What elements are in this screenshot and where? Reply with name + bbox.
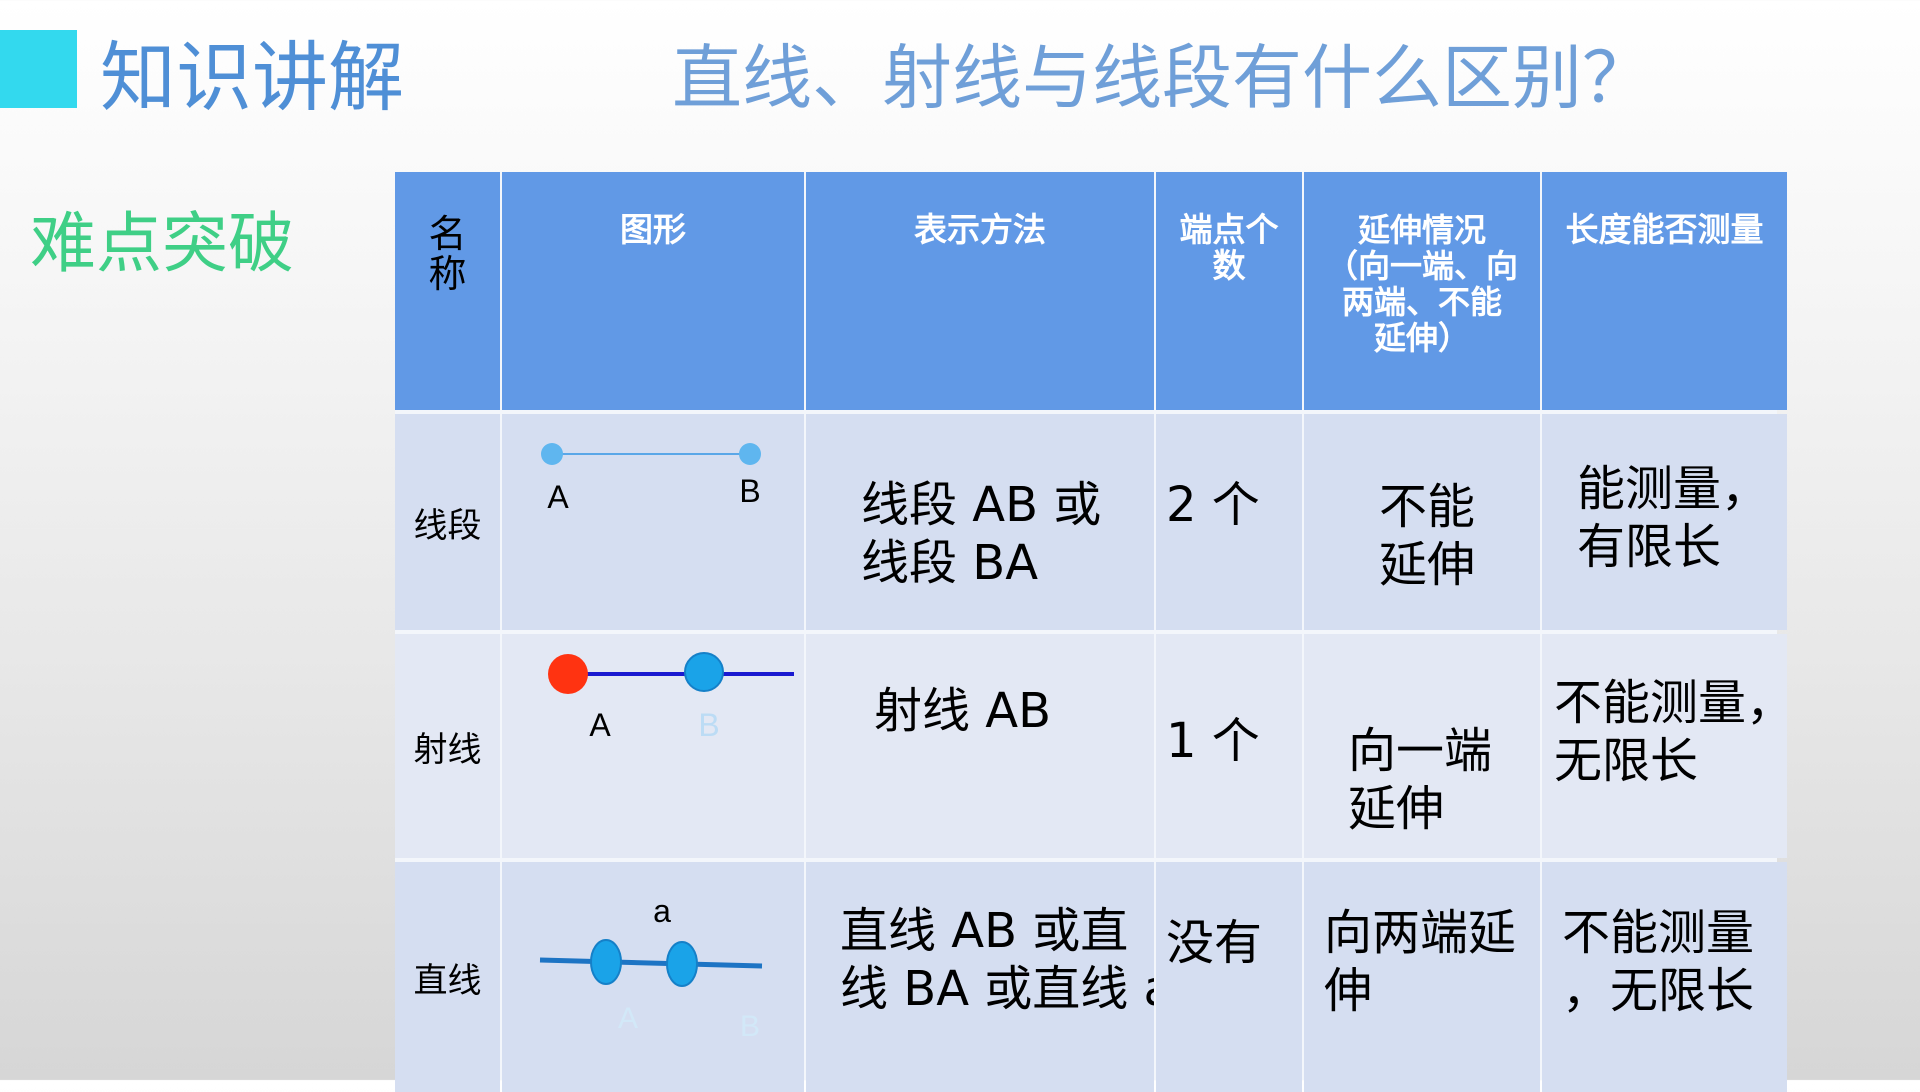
segment-measurable-line2: 有限长 xyxy=(1577,519,1722,575)
segment-extension-line2: 延伸 xyxy=(1379,537,1476,593)
line-measurable-line1: 不能测量 xyxy=(1562,905,1755,961)
line-line xyxy=(539,957,763,969)
ray-endpoints-value: 1 个 xyxy=(1166,713,1260,769)
ray-measurable-line2: 无限长 xyxy=(1554,733,1699,789)
row-ray-notation: 射线 AB xyxy=(806,634,1154,858)
segment-extension-line1: 不能 xyxy=(1379,479,1476,535)
segment-point-a xyxy=(541,443,563,465)
row-segment-endpoints: 2 个 xyxy=(1156,414,1302,630)
segment-label-a: A xyxy=(547,479,569,515)
line-notation-line1: 直线 AB 或直 xyxy=(840,903,1129,959)
line-label-b: B xyxy=(740,1010,760,1043)
header-measurable: 长度能否测量 xyxy=(1542,172,1787,410)
header-notation: 表示方法 xyxy=(806,172,1154,410)
row-segment-extension: 不能 延伸 xyxy=(1304,414,1540,630)
ray-figure: A B xyxy=(548,652,794,743)
main-question: 直线、射线与线段有什么区别？ xyxy=(672,37,1652,119)
header-extension: 延伸情况 （向一端、向 两端、不能 延伸） xyxy=(1304,172,1540,410)
header-name-line2: 称 xyxy=(428,252,467,296)
row-ray-name: 射线 xyxy=(395,634,500,858)
row-segment-measurable: 能测量， 有限长 xyxy=(1542,414,1787,630)
ray-point-a xyxy=(548,654,588,694)
segment-measurable-line1: 能测量， xyxy=(1577,461,1770,517)
segment-endpoints-value: 2 个 xyxy=(1166,477,1260,533)
header-extension-line2: （向一端、向 xyxy=(1325,247,1518,285)
ray-notation-line1: 射线 AB xyxy=(874,683,1052,739)
line-extension-line2: 伸 xyxy=(1324,963,1373,1019)
row-ray-extension: 向一端 延伸 xyxy=(1304,634,1540,858)
ray-measurable-line1: 不能测量， xyxy=(1554,675,1787,731)
segment-label-b: B xyxy=(739,473,760,509)
line-endpoints-value: 没有 xyxy=(1166,915,1263,971)
row-line-notation: 直线 AB 或直 线 BA 或直线 a xyxy=(806,862,1154,1092)
ray-label-b: B xyxy=(698,707,719,743)
accent-block xyxy=(0,30,77,108)
line-measurable-line2: ，无限长 xyxy=(1562,963,1755,1019)
line-figure: a A B xyxy=(539,893,763,1043)
row-line-figure: a A B xyxy=(502,862,804,1092)
subtitle: 难点突破 xyxy=(30,205,294,282)
line-label-a: A xyxy=(618,1002,638,1035)
ray-label-a: A xyxy=(589,707,611,743)
row-line-extension: 向两端延 伸 xyxy=(1304,862,1540,1092)
line-label-a-lower: a xyxy=(653,893,671,929)
segment-figure: A B xyxy=(541,443,761,515)
segment-notation-line1: 线段 AB 或 xyxy=(861,477,1102,533)
header-figure: 图形 xyxy=(502,172,804,410)
header-name-line1: 名 xyxy=(428,212,467,256)
header-extension-line3: 两端、不能 xyxy=(1341,283,1502,321)
header-extension-line4: 延伸） xyxy=(1373,319,1470,357)
row-segment-figure: A B xyxy=(502,414,804,630)
row-ray-figure: A B xyxy=(502,634,804,858)
row-line-name: 直线 xyxy=(395,862,500,1092)
ray-extension-line2: 延伸 xyxy=(1348,781,1445,837)
section-title: 知识讲解 xyxy=(100,33,404,122)
line-extension-line1: 向两端延 xyxy=(1324,905,1517,961)
row-segment-notation: 线段 AB 或 线段 BA xyxy=(806,414,1154,630)
row-line-measurable: 不能测量 ，无限长 xyxy=(1542,862,1787,1092)
ray-extension-line1: 向一端 xyxy=(1348,723,1493,779)
row-line-endpoints: 没有 xyxy=(1156,862,1302,1092)
header-extension-line1: 延伸情况 xyxy=(1357,211,1486,249)
header-endpoints-line1: 端点个 xyxy=(1179,210,1279,249)
segment-point-b xyxy=(739,443,761,465)
header-name: 名 称 xyxy=(395,172,500,410)
segment-notation-line2: 线段 BA xyxy=(861,535,1039,591)
ray-point-b xyxy=(684,652,724,692)
line-notation-line2: 线 BA 或直线 a xyxy=(840,961,1154,1017)
header-endpoints: 端点个 数 xyxy=(1156,172,1302,410)
row-ray-endpoints: 1 个 xyxy=(1156,634,1302,858)
row-segment-name: 线段 xyxy=(395,414,500,630)
line-point-b xyxy=(666,941,698,987)
line-point-a xyxy=(590,939,622,985)
comparison-table: 名 称 图形 表示方法 端点个 数 延伸情况 （向一端、向 两端、不能 延伸） … xyxy=(395,172,1787,1092)
header-endpoints-line2: 数 xyxy=(1212,246,1246,285)
row-ray-measurable: 不能测量， 无限长 xyxy=(1542,634,1787,858)
